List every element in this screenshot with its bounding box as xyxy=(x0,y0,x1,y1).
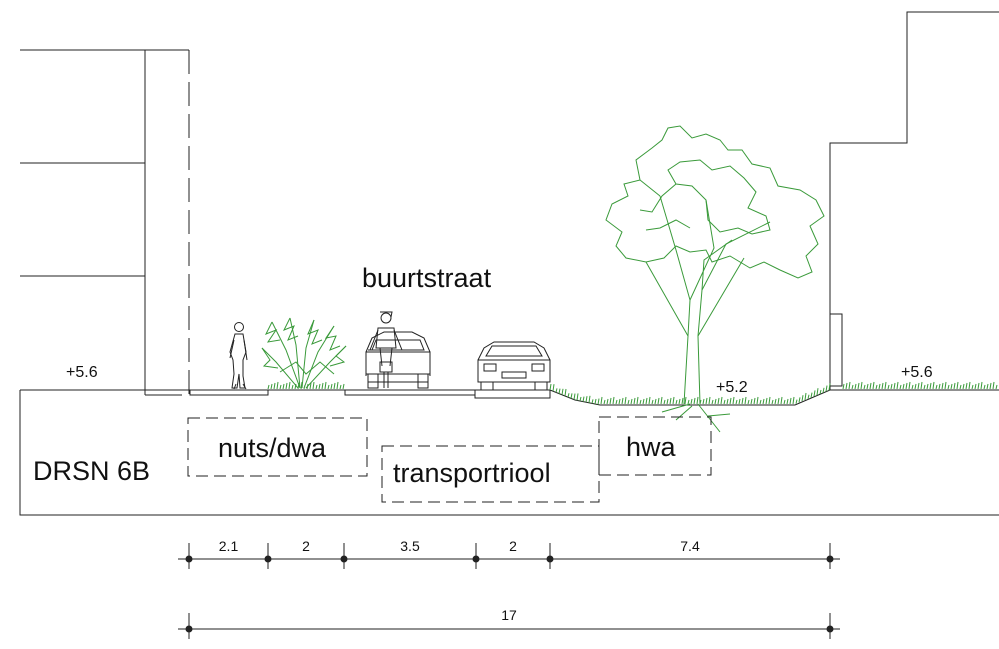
segment-dimension-label: 2 xyxy=(302,538,310,554)
road-curbs xyxy=(189,390,551,399)
nuts-dwa-label: nuts/dwa xyxy=(218,433,327,463)
ground-profile xyxy=(19,389,999,516)
transportriool-box xyxy=(381,445,600,503)
level-left: +5.6 xyxy=(66,364,98,381)
total-dimension-label: 17 xyxy=(501,607,517,623)
level-middle: +5.2 xyxy=(716,379,748,396)
total-tick-start-dot xyxy=(185,625,193,633)
right-building xyxy=(829,11,999,390)
car-rear-view xyxy=(477,341,551,391)
segment-dimension-label: 2.1 xyxy=(219,538,239,554)
dimension-tick-4-dot xyxy=(546,555,554,563)
total-tick-end-dot xyxy=(826,625,834,633)
hwa-box xyxy=(598,416,712,476)
dimension-lines xyxy=(178,543,840,639)
tree xyxy=(605,125,825,433)
nuts-dwa-box xyxy=(187,417,368,477)
dimension-tick-1-dot xyxy=(264,555,272,563)
dimension-tick-0-dot xyxy=(185,555,193,563)
utility-boxes xyxy=(187,416,712,503)
hwa-label: hwa xyxy=(626,432,677,462)
dimension-tick-2-dot xyxy=(340,555,348,563)
road-code-label: DRSN 6B xyxy=(33,456,150,486)
shrub xyxy=(261,317,347,389)
segment-dimension-label: 2 xyxy=(509,538,517,554)
dimension-labels: 2.1 2 3.5 2 7.4 xyxy=(219,538,700,554)
segment-dimension-label: 3.5 xyxy=(400,538,420,554)
dimension-tick-3-dot xyxy=(472,555,480,563)
street-type-label: buurtstraat xyxy=(362,263,492,293)
grass-strip xyxy=(267,381,998,405)
parked-car xyxy=(365,331,431,389)
cyclist-figure xyxy=(368,311,404,388)
segment-dimension-label: 7.4 xyxy=(680,538,700,554)
left-building xyxy=(20,49,190,396)
dimension-tick-5-dot xyxy=(826,555,834,563)
pedestrian-figure xyxy=(229,322,248,390)
level-right: +5.6 xyxy=(901,364,933,381)
transportriool-label: transportriool xyxy=(393,458,551,488)
